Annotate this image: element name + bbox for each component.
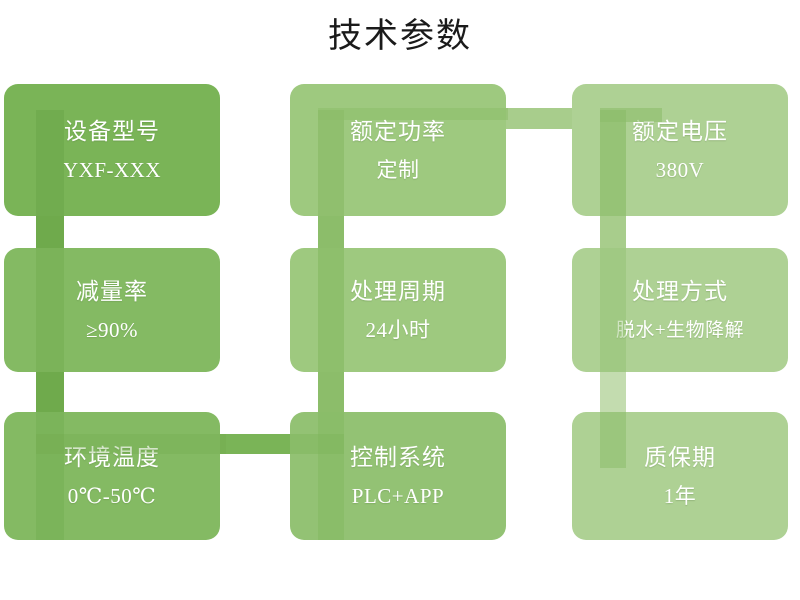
card-key-rated-voltage: 额定电压 [632, 118, 728, 144]
card-reduction-rate[interactable]: 减量率 ≥90% [4, 248, 220, 372]
card-value-treatment-method: 脱水+生物降解 [615, 319, 745, 341]
card-rated-power[interactable]: 额定功率 定制 [290, 84, 506, 216]
card-value-warranty-period: 1年 [663, 483, 697, 508]
card-control-system[interactable]: 控制系统 PLC+APP [290, 412, 506, 540]
card-key-treatment-method: 处理方式 [632, 278, 728, 304]
page-title: 技术参数 [328, 16, 472, 56]
card-key-device-model: 设备型号 [64, 118, 160, 144]
card-value-device-model: YXF-XXX [63, 157, 161, 182]
card-value-control-system: PLC+APP [351, 483, 445, 508]
card-key-reduction-rate: 减量率 [76, 278, 148, 304]
card-value-ambient-temperature: 0℃-50℃ [67, 483, 157, 508]
card-value-reduction-rate: ≥90% [85, 317, 139, 342]
card-key-rated-power: 额定功率 [350, 118, 446, 144]
card-rated-voltage[interactable]: 额定电压 380V [572, 84, 788, 216]
card-value-rated-power: 定制 [376, 157, 420, 182]
card-key-control-system: 控制系统 [350, 444, 446, 470]
card-treatment-cycle[interactable]: 处理周期 24小时 [290, 248, 506, 372]
card-key-warranty-period: 质保期 [644, 444, 716, 470]
card-value-treatment-cycle: 24小时 [365, 317, 431, 342]
card-value-rated-voltage: 380V [655, 157, 705, 182]
card-warranty-period[interactable]: 质保期 1年 [572, 412, 788, 540]
card-ambient-temperature[interactable]: 环境温度 0℃-50℃ [4, 412, 220, 540]
card-key-ambient-temperature: 环境温度 [64, 444, 160, 470]
card-treatment-method[interactable]: 处理方式 脱水+生物降解 [572, 248, 788, 372]
card-key-treatment-cycle: 处理周期 [350, 278, 446, 304]
card-device-model[interactable]: 设备型号 YXF-XXX [4, 84, 220, 216]
